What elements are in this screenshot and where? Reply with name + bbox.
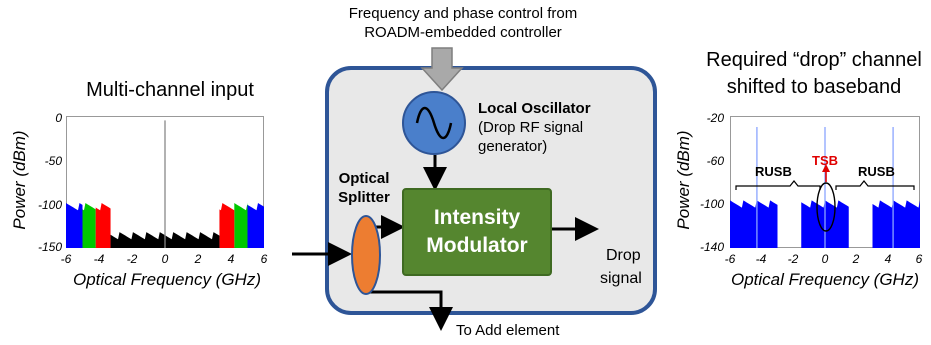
rusb-left-label: RUSB: [755, 164, 792, 179]
add-path-arrow: [370, 290, 453, 331]
rusb-right-brace: [835, 180, 915, 190]
control-text-line1: Frequency and phase control from: [348, 5, 578, 22]
left-xtick-6: 6: [260, 252, 268, 266]
left-ytick-2: -100: [37, 198, 62, 212]
modulator-label-1: Intensity: [433, 206, 521, 229]
spectrum-mark-left-green-0: [82, 203, 96, 248]
left-xtick-1: -4: [93, 252, 105, 266]
right-chart-plot: [730, 116, 920, 248]
control-arrow: [420, 47, 464, 92]
right-ytick-1: -60: [706, 154, 724, 168]
spectrum-mark-left-blue-0: [66, 203, 83, 248]
spectrum-mark-right-blue-2: [872, 200, 920, 248]
right-xtick-4: 2: [852, 252, 860, 266]
right-chart-title-2: shifted to baseband: [726, 76, 902, 98]
left-xtick-5: 4: [227, 252, 235, 266]
left-ytick-0: 0: [55, 111, 62, 125]
lo-subtitle-1: (Drop RF signal: [478, 119, 584, 136]
lo-title: Local Oscillator: [478, 100, 591, 117]
intensity-modulator: Intensity Modulator: [402, 188, 552, 276]
left-x-axis-label: Optical Frequency (GHz): [73, 270, 261, 289]
lo-subtitle-2: generator): [478, 138, 548, 155]
spectrum-mark-right-blue-0: [730, 200, 778, 248]
right-xtick-0: -6: [724, 252, 736, 266]
right-xtick-3: 0: [821, 252, 829, 266]
left-chart-title: Multi-channel input: [86, 79, 254, 101]
tsb-label: TSB: [812, 153, 838, 168]
tsb-ellipse: [816, 182, 836, 232]
splitter-label-2: Splitter: [338, 189, 390, 206]
right-xtick-1: -4: [755, 252, 767, 266]
right-chart-title-1: Required “drop” channel: [706, 49, 922, 71]
right-xtick-2: -2: [787, 252, 799, 266]
spectrum-mark-left-blue-1: [247, 203, 264, 248]
modulator-label-2: Modulator: [426, 234, 528, 257]
sine-wave-icon: [415, 106, 453, 140]
drop-label-2: signal: [600, 270, 642, 287]
left-ytick-1: -50: [44, 154, 62, 168]
optical-splitter: [351, 215, 381, 295]
rusb-left-brace: [735, 180, 821, 190]
drop-label-1: Drop: [606, 247, 641, 264]
left-xtick-3: 0: [161, 252, 169, 266]
right-xtick-6: 6: [915, 252, 923, 266]
left-ytick-3: -150: [37, 240, 62, 254]
right-x-axis-label: Optical Frequency (GHz): [731, 270, 919, 289]
rusb-right-label: RUSB: [858, 164, 895, 179]
left-xtick-4: 2: [194, 252, 202, 266]
spectrum-mark-left-red-0: [95, 203, 111, 248]
spectrum-mark-left-green-1: [234, 203, 248, 248]
right-ytick-0: -20: [706, 111, 724, 125]
add-element-label: To Add element: [456, 322, 560, 339]
tsb-arrowhead: [822, 164, 830, 172]
right-ytick-3: -140: [699, 240, 724, 254]
control-text-line2: ROADM-embedded controller: [364, 24, 562, 41]
spectrum-mark-left-red-1: [219, 203, 235, 248]
splitter-label-1: Optical: [338, 170, 390, 187]
left-xtick-2: -2: [126, 252, 138, 266]
left-chart-plot: [66, 116, 264, 248]
right-ytick-2: -100: [699, 197, 724, 211]
right-y-axis-label: Power (dBm): [674, 130, 693, 230]
right-xtick-5: 4: [884, 252, 892, 266]
left-xtick-0: -6: [60, 252, 72, 266]
